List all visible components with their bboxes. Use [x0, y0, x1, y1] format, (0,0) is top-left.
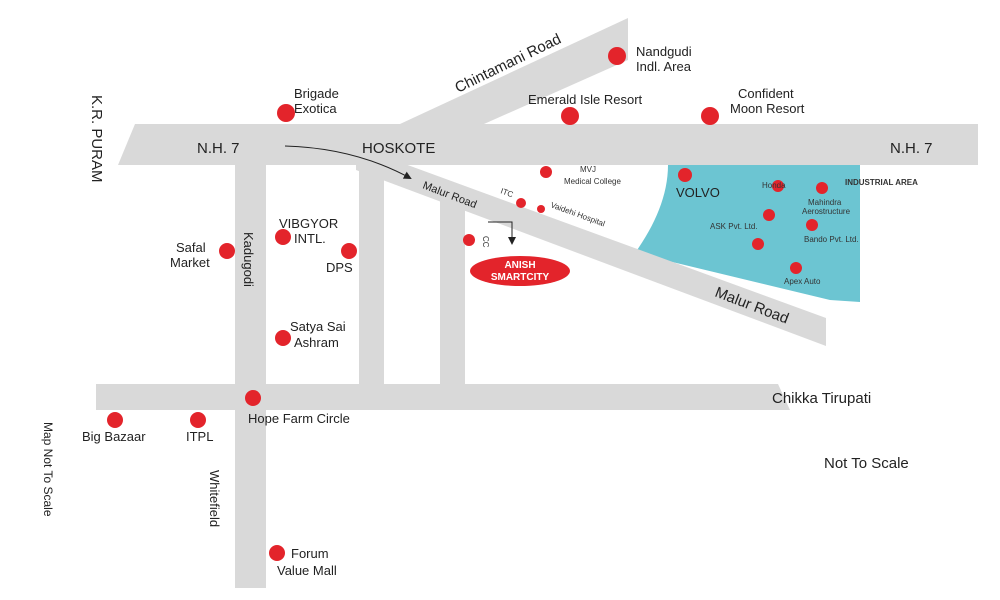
brigade-label-1: Brigade	[294, 86, 339, 101]
marker-hope-farm	[245, 390, 261, 406]
confident-label-1: Confident	[738, 86, 794, 101]
nh7-label-right: N.H. 7	[890, 140, 933, 157]
nandgudi-label-1: Nandgudi	[636, 44, 692, 59]
project-badge[interactable]: ANISH SMARTCITY	[470, 256, 570, 286]
chintamani-road	[380, 18, 628, 148]
big-bazaar-label: Big Bazaar	[82, 429, 146, 444]
marker-bando	[806, 219, 818, 231]
safal-label-1: Safal	[176, 240, 206, 255]
not-to-scale-note: Not To Scale	[824, 455, 909, 472]
marker-confident-moon	[701, 107, 719, 125]
marker-mvj	[540, 166, 552, 178]
road-network	[96, 18, 978, 588]
inner-road-2	[440, 190, 465, 384]
marker-apex	[790, 262, 802, 274]
marker-volvo	[678, 168, 692, 182]
brigade-label-2: Exotica	[294, 101, 337, 116]
mahindra-label-2: Aerostructure	[802, 207, 851, 216]
mvj-label-1: MVJ	[580, 165, 596, 174]
marker-satya-sai	[275, 330, 291, 346]
markers	[107, 47, 828, 561]
marker-brigade-exotica	[277, 104, 295, 122]
vibgyor-label-1: VIBGYOR	[279, 216, 338, 231]
volvo-label: VOLVO	[676, 185, 720, 200]
malur-road	[356, 152, 826, 346]
itc-label: ITC	[499, 186, 514, 199]
dps-label: DPS	[326, 260, 353, 275]
hope-farm-label: Hope Farm Circle	[248, 411, 350, 426]
ask-label: ASK Pvt. Ltd.	[710, 222, 758, 231]
kadugodi-road	[235, 165, 266, 588]
marker-ask	[763, 209, 775, 221]
nh7-label-left: N.H. 7	[197, 140, 240, 157]
forum-label-1: Forum	[291, 546, 329, 561]
marker-honda	[772, 180, 784, 192]
marker-emerald-isle	[561, 107, 579, 125]
marker-cc	[463, 234, 475, 246]
honda-label: Honda	[762, 181, 786, 190]
marker-forum	[269, 545, 285, 561]
route-arrow-project	[488, 221, 516, 245]
satya-label-2: Ashram	[294, 335, 339, 350]
marker-vaidehi	[537, 205, 545, 213]
marker-nandgudi	[608, 47, 626, 65]
map-not-to-scale-note: Map Not To Scale	[41, 422, 55, 517]
emerald-label: Emerald Isle Resort	[528, 92, 643, 107]
itpl-label: ITPL	[186, 429, 213, 444]
chikka-tirupati-road-end	[764, 384, 790, 410]
hoskote-label: HOSKOTE	[362, 140, 435, 157]
industrial-area-label: INDUSTRIAL AREA	[845, 178, 918, 187]
nh7-road	[118, 124, 978, 165]
forum-label-2: Value Mall	[277, 563, 337, 578]
bando-label: Bando Pvt. Ltd.	[804, 235, 859, 244]
marker-safal	[219, 243, 235, 259]
mvj-label-2: Medical College	[564, 177, 621, 186]
marker-itc	[516, 198, 526, 208]
inner-road-1	[359, 162, 384, 384]
marker-big-bazaar	[107, 412, 123, 428]
apex-label: Apex Auto	[784, 277, 821, 286]
marker-mahindra	[816, 182, 828, 194]
safal-label-2: Market	[170, 255, 210, 270]
marker-industrial-misc	[752, 238, 764, 250]
kr-puram-label: K.R. PURAM	[88, 95, 105, 183]
chikka-tirupati-road	[96, 384, 764, 410]
chikka-tirupati-label: Chikka Tirupati	[772, 390, 871, 407]
vibgyor-label-2: INTL.	[294, 231, 326, 246]
kadugodi-label: Kadugodi	[241, 232, 256, 287]
cc-label: CC	[481, 236, 490, 248]
nandgudi-label-2: Indl. Area	[636, 59, 692, 74]
marker-dps	[341, 243, 357, 259]
satya-label-1: Satya Sai	[290, 319, 346, 334]
project-badge-line2: SMARTCITY	[491, 272, 550, 283]
route-arrow-nh7	[284, 145, 412, 179]
industrial-area-region	[635, 165, 860, 302]
whitefield-label: Whitefield	[207, 470, 222, 527]
marker-vibgyor	[275, 229, 291, 245]
project-badge-line1: ANISH	[504, 260, 535, 271]
confident-label-2: Moon Resort	[730, 101, 805, 116]
marker-itpl	[190, 412, 206, 428]
mahindra-label-1: Mahindra	[808, 198, 842, 207]
